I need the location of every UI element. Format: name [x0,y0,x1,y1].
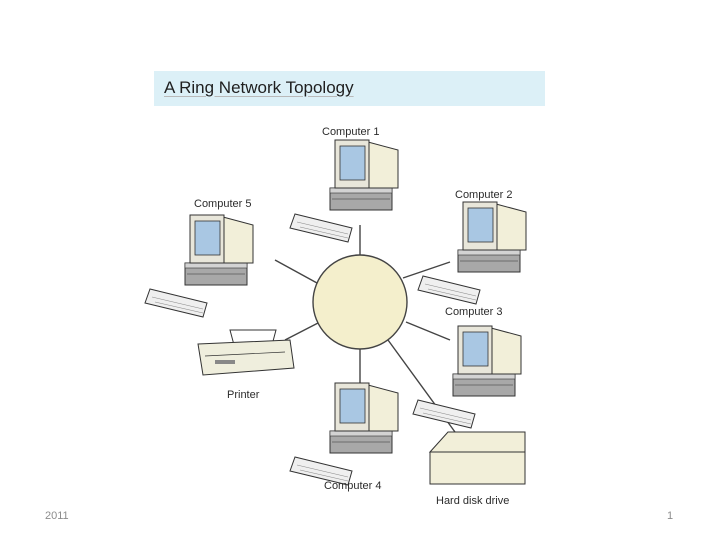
computer-1-label: Computer 1 [322,126,379,138]
slide-title: A Ring Network Topology [164,78,354,97]
link-computer-3 [405,321,451,341]
link-printer [284,322,319,341]
computer-5-label: Computer 5 [194,198,251,210]
computer-3-node: Computer 3 [412,306,522,429]
computer-4-label: Computer 4 [324,480,381,492]
hard-disk-node: Hard disk drive [428,431,526,507]
computer-3-label: Computer 3 [445,306,502,318]
printer-node: Printer [197,329,295,401]
computer-icon [289,382,399,486]
computer-2-label: Computer 2 [455,189,512,201]
page-number: 1 [667,510,674,522]
computer-5-node: Computer 5 [144,198,254,318]
link-computer-2 [402,261,451,279]
footer-year: 2011 [45,510,69,522]
ring-hub [312,254,408,350]
hard-disk-icon [428,431,526,485]
computer-2-node: Computer 2 [417,189,527,305]
computer-icon [144,214,254,318]
computer-icon [412,325,522,429]
computer-icon [289,139,399,243]
printer-icon [197,329,295,376]
printer-label: Printer [227,389,260,401]
slide-title-box: A Ring Network Topology [154,71,545,106]
hard-disk-label: Hard disk drive [436,495,509,507]
computer-4-node: Computer 4 [289,382,399,492]
computer-icon [417,201,527,305]
computer-1-node: Computer 1 [289,126,399,243]
link-computer-5 [274,259,318,284]
